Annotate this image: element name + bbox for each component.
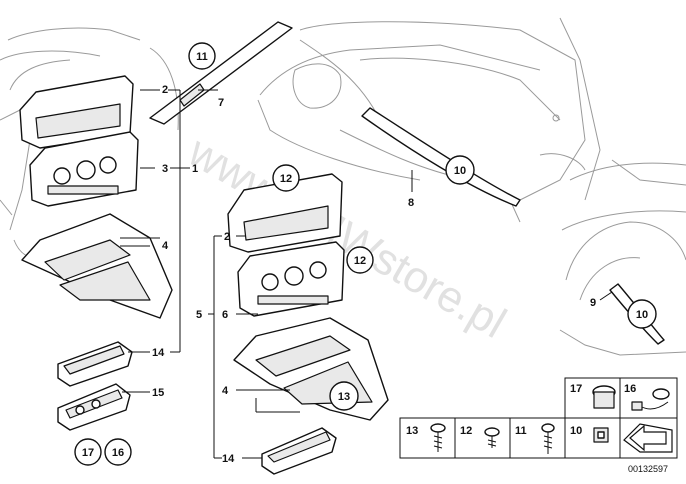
legend-10: 10 [570,425,582,437]
legend-16: 16 [624,383,636,395]
left-trim-assembly [19,75,173,431]
label-4-center: 4 [222,385,229,397]
screw-13-icon [430,423,446,433]
screw-12-icon [484,427,500,437]
label-14-center: 14 [222,453,235,465]
door-handle-trim-8 [361,107,521,207]
callout-10-rear: 10 [636,309,648,321]
legend-17: 17 [570,383,582,395]
label-4-left: 4 [162,240,169,252]
callout-13: 13 [338,391,350,403]
callout-16: 16 [112,447,124,459]
image-number: 00132597 [628,464,668,474]
label-6: 6 [222,309,228,321]
label-1: 1 [192,163,198,175]
legend-12: 12 [460,425,472,437]
part-labels: 2 3 1 4 14 15 7 2 5 6 4 14 8 9 [152,84,596,465]
callout-11: 11 [196,51,208,63]
label-5: 5 [196,309,202,321]
label-14-left: 14 [152,347,165,359]
dashboard-outline [0,27,179,258]
legend-11: 11 [515,425,527,437]
label-7: 7 [218,97,224,109]
fastener-legend: 17 16 13 12 11 10 [399,377,678,459]
circled-callouts: 11 12 12 10 10 13 17 16 [74,42,657,466]
label-9: 9 [590,297,596,309]
label-15: 15 [152,387,164,399]
callout-17: 17 [82,447,94,459]
callout-12-mid: 12 [354,255,366,267]
label-3: 3 [162,163,168,175]
legend-13: 13 [406,425,418,437]
rear-door-outline [559,159,686,356]
label-8: 8 [408,197,414,209]
callout-12-top: 12 [280,173,292,185]
label-2-center: 2 [224,231,230,243]
screw-11-icon [541,423,555,433]
leader-lines [120,89,613,459]
label-2-left: 2 [162,84,168,96]
callout-10-door: 10 [454,165,466,177]
